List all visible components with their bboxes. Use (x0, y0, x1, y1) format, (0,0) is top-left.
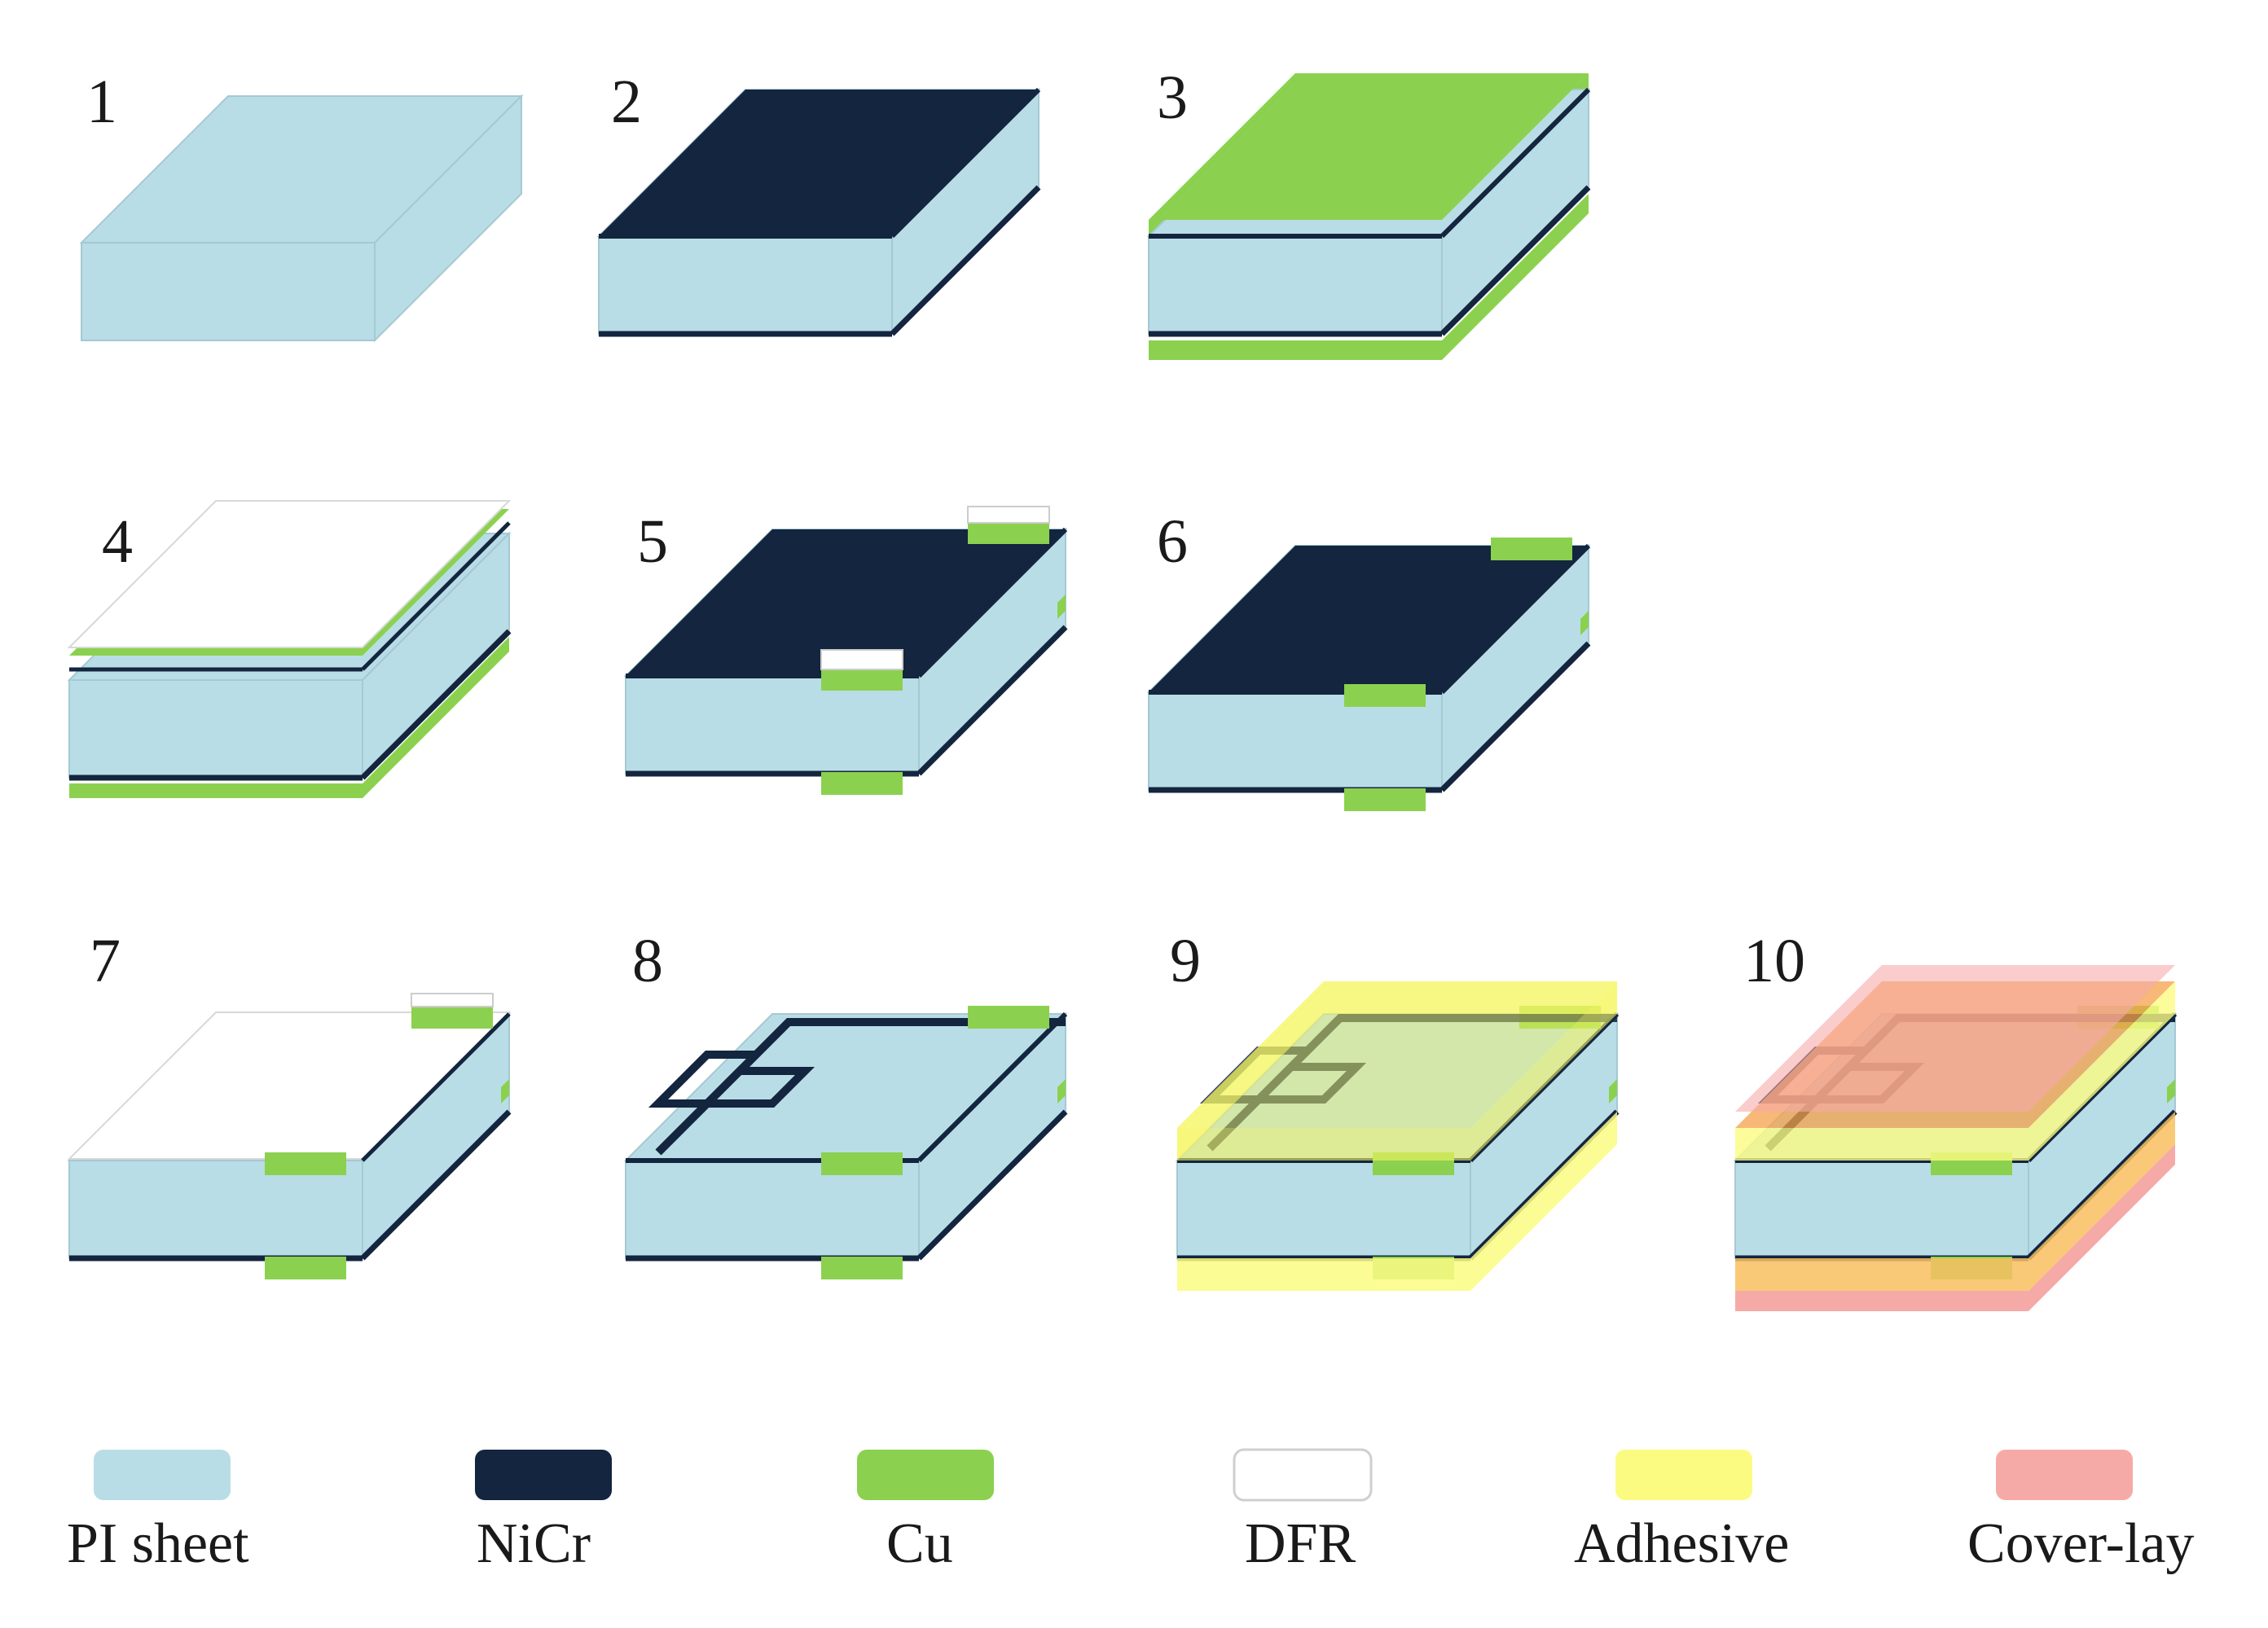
step-3 (1149, 73, 1589, 360)
step-10 (1735, 965, 2175, 1311)
step-1 (81, 95, 522, 341)
step-number: 6 (1157, 507, 1188, 576)
step-4 (69, 500, 509, 798)
legend-swatch-cu (857, 1450, 994, 1500)
legend-swatch-pi-sheet (94, 1450, 231, 1500)
step-number: 3 (1157, 64, 1188, 132)
step-9 (1177, 981, 1617, 1291)
legend-swatch-dfr (1233, 1448, 1373, 1502)
legend-swatch-nicr (475, 1450, 612, 1500)
legend-label: Cu (886, 1512, 953, 1575)
step-7 (69, 993, 509, 1279)
legend-label: NiCr (477, 1512, 591, 1575)
step-2 (599, 90, 1039, 334)
step-number: 7 (90, 927, 121, 995)
step-6 (1149, 538, 1589, 811)
step-number: 4 (102, 507, 133, 576)
legend-label: Adhesive (1574, 1512, 1789, 1575)
legend-label: PI sheet (67, 1512, 249, 1575)
step-5 (626, 506, 1066, 795)
step-number: 10 (1743, 927, 1805, 995)
step-number: 8 (632, 927, 663, 995)
step-8 (626, 1006, 1066, 1279)
step-number: 5 (637, 507, 668, 576)
legend-swatch-cover-lay (1996, 1450, 2133, 1500)
step-number: 9 (1170, 927, 1201, 995)
legend-label: DFR (1245, 1512, 1356, 1575)
step-number: 1 (86, 68, 117, 136)
legend: PI sheet NiCr Cu DFR Adhesive Cover-lay (67, 1448, 2195, 1575)
step-number: 2 (611, 68, 642, 136)
legend-swatch-adhesive (1615, 1450, 1752, 1500)
legend-label: Cover-lay (1967, 1512, 2195, 1575)
